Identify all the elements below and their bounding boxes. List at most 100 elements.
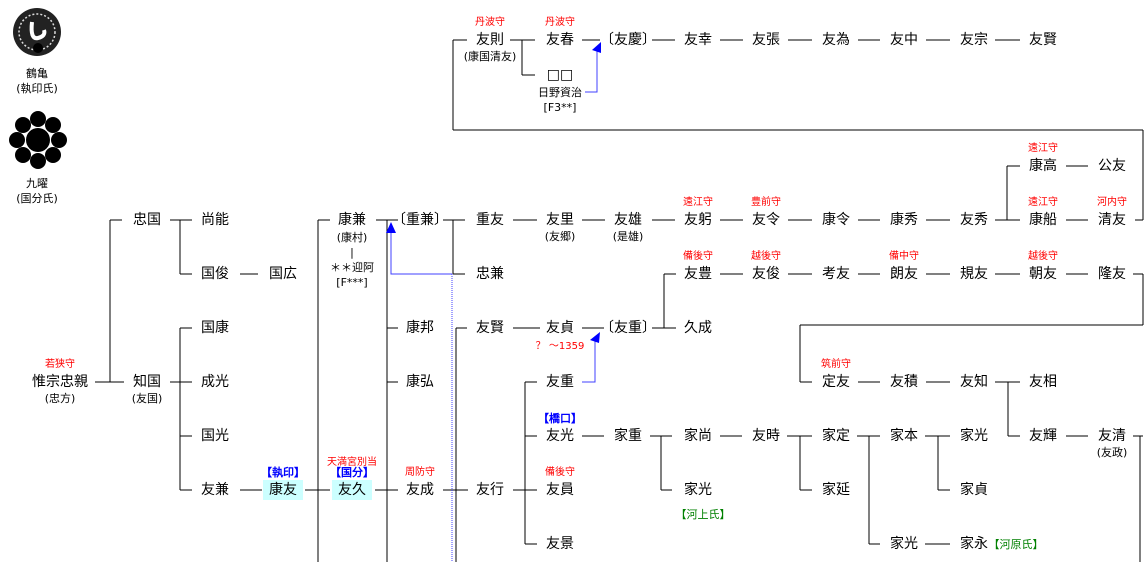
person-tomotomo[interactable]: 友知 xyxy=(960,374,988,390)
person-tomokazu[interactable]: 友員 xyxy=(546,482,574,498)
person-yasuhiro[interactable]: 康弘 xyxy=(406,374,434,390)
person-kiyotomo[interactable]: 清友 xyxy=(1098,212,1126,228)
person-akitomo[interactable]: 朗友 xyxy=(890,266,918,282)
person-kunimitsu[interactable]: 国光 xyxy=(201,428,229,444)
person-alias: (是雄) xyxy=(612,230,644,243)
person-tomokata[interactable]: 友賢 xyxy=(476,320,504,336)
person-tomoharu[interactable]: 友春 xyxy=(546,32,574,48)
person-kuniyasu[interactable]: 国康 xyxy=(201,320,229,336)
person-tomotame[interactable]: 友為 xyxy=(822,32,850,48)
person-tomohide[interactable]: 友秀 xyxy=(960,212,988,228)
court-title: 備後守 xyxy=(545,467,575,478)
person-alias: (友郷) xyxy=(544,230,576,243)
person-tomosato[interactable]: 友里 xyxy=(546,212,574,228)
court-title: 豊前守 xyxy=(751,197,781,208)
clan-label: 【国分】 xyxy=(330,466,374,479)
person-iemitsu2[interactable]: 家光 xyxy=(960,428,988,444)
person-tomoyoshi[interactable]: 〔友慶〕 xyxy=(600,32,656,48)
person-tomoshige_b[interactable]: 〔友重〕 xyxy=(600,320,656,336)
court-title: 越後守 xyxy=(751,251,781,262)
court-title: 遠江守 xyxy=(683,197,713,208)
person-kunihiro[interactable]: 国広 xyxy=(269,266,297,282)
person-yasuhide[interactable]: 康秀 xyxy=(890,212,918,228)
person-alias: (忠方) xyxy=(44,392,76,405)
crest-name: 九曜 xyxy=(26,177,48,190)
court-title: 若狭守 xyxy=(45,359,75,370)
person-tomoharu2[interactable]: 友張 xyxy=(752,32,780,48)
person-iemoto[interactable]: 家本 xyxy=(890,428,918,444)
person-tomonari[interactable]: 友成 xyxy=(406,482,434,498)
person-tadachika[interactable]: 惟宗忠親 xyxy=(32,374,88,390)
person-alias: (康村) | ＊＊迎阿 [F***] xyxy=(330,231,374,289)
person-alias: (康国清友) xyxy=(463,50,517,63)
crest-clan: (国分氏) xyxy=(16,192,58,205)
person-takatomo[interactable]: 考友 xyxy=(822,266,850,282)
person-tomoshige[interactable]: 友重 xyxy=(546,374,574,390)
arrow-head-icon xyxy=(592,42,601,53)
person-naoyoshi[interactable]: 尚能 xyxy=(201,212,229,228)
person-yasutomo[interactable]: 康友 xyxy=(263,480,303,500)
person-tadakane[interactable]: 忠兼 xyxy=(476,266,504,282)
person-tomonori[interactable]: 友則 xyxy=(476,32,504,48)
crest-tsurukame: 鶴亀 (執印氏) xyxy=(8,4,66,96)
person-iesada2[interactable]: 家貞 xyxy=(960,482,988,498)
person-kimitomo[interactable]: 公友 xyxy=(1098,158,1126,174)
person-ieshige[interactable]: 家重 xyxy=(614,428,642,444)
nine-stars-crest-icon xyxy=(9,111,67,169)
clan-label: 【執印】 xyxy=(261,466,305,479)
person-asatomo[interactable]: 朝友 xyxy=(1029,266,1057,282)
person-hisanari[interactable]: 久成 xyxy=(684,320,712,336)
person-tomokuni[interactable]: 知国 xyxy=(133,374,161,390)
person-iemitsu1[interactable]: 家光 xyxy=(684,482,712,498)
person-yasukuni[interactable]: 康邦 xyxy=(406,320,434,336)
person-tomoteru[interactable]: 友輝 xyxy=(1029,428,1057,444)
person-tomosada[interactable]: 友貞 xyxy=(546,320,574,336)
person-tomotoshi[interactable]: 友俊 xyxy=(752,266,780,282)
person-tomonaka[interactable]: 友中 xyxy=(890,32,918,48)
person-shigekane[interactable]: 〔重兼〕 xyxy=(392,212,448,228)
person-tomohisa[interactable]: 友久 xyxy=(332,480,372,500)
person-tomomune[interactable]: 友宗 xyxy=(960,32,988,48)
person-tadakuni[interactable]: 忠国 xyxy=(133,212,161,228)
person-ienobu[interactable]: 家延 xyxy=(822,482,850,498)
person-tomokata2[interactable]: 友賢 xyxy=(1029,32,1057,48)
arrow-head-icon xyxy=(386,222,396,233)
person-iemitsu3[interactable]: 家光 xyxy=(890,536,918,552)
person-ienao[interactable]: 家尚 xyxy=(684,428,712,444)
person-tomoyuki2[interactable]: 友幸 xyxy=(684,32,712,48)
person-tomosuke[interactable]: 友相 xyxy=(1029,374,1057,390)
person-tomokiyo[interactable]: 友清 xyxy=(1098,428,1126,444)
person-tomomi[interactable]: 友躬 xyxy=(684,212,712,228)
person-tomotoki[interactable]: 友時 xyxy=(752,428,780,444)
person-takatomo2[interactable]: 隆友 xyxy=(1098,266,1126,282)
crest-kuyo: 九曜 (国分氏) xyxy=(8,108,67,206)
court-title: 周防守 xyxy=(405,467,435,478)
person-iesada[interactable]: 家定 xyxy=(822,428,850,444)
person-yasutaka[interactable]: 康高 xyxy=(1029,158,1057,174)
person-tomotsumi[interactable]: 友積 xyxy=(890,374,918,390)
crane-turtle-crest-icon xyxy=(13,8,61,56)
court-title: 遠江守 xyxy=(1028,197,1058,208)
person-sadatomo[interactable]: 定友 xyxy=(822,374,850,390)
person-tomokage[interactable]: 友景 xyxy=(546,536,574,552)
person-noritomo[interactable]: 規友 xyxy=(960,266,988,282)
person-unknown[interactable]: □□ xyxy=(546,67,574,83)
person-tomonori2[interactable]: 友令 xyxy=(752,212,780,228)
lineage-connectors xyxy=(95,39,1144,562)
person-shigetomo[interactable]: 重友 xyxy=(476,212,504,228)
person-tomoo[interactable]: 友雄 xyxy=(614,212,642,228)
person-tomoyuki[interactable]: 友行 xyxy=(476,482,504,498)
person-yasukane[interactable]: 康兼 xyxy=(338,212,366,228)
person-tomokane[interactable]: 友兼 xyxy=(201,482,229,498)
person-kunitoshi[interactable]: 国俊 xyxy=(201,266,229,282)
court-title: 河内守 xyxy=(1097,197,1127,208)
person-ienaga[interactable]: 家永 xyxy=(960,536,988,552)
person-narimitsu[interactable]: 成光 xyxy=(201,374,229,390)
clan-label: 【橋口】 xyxy=(538,412,582,425)
person-tomomitsu[interactable]: 友光 xyxy=(546,428,574,444)
court-title: 天満宮別当 xyxy=(327,457,377,468)
person-tomotoyo[interactable]: 友豊 xyxy=(684,266,712,282)
person-yasunori[interactable]: 康令 xyxy=(822,212,850,228)
person-yasufune[interactable]: 康船 xyxy=(1029,212,1057,228)
person-alias: 日野資治 [F3**] xyxy=(538,86,582,114)
